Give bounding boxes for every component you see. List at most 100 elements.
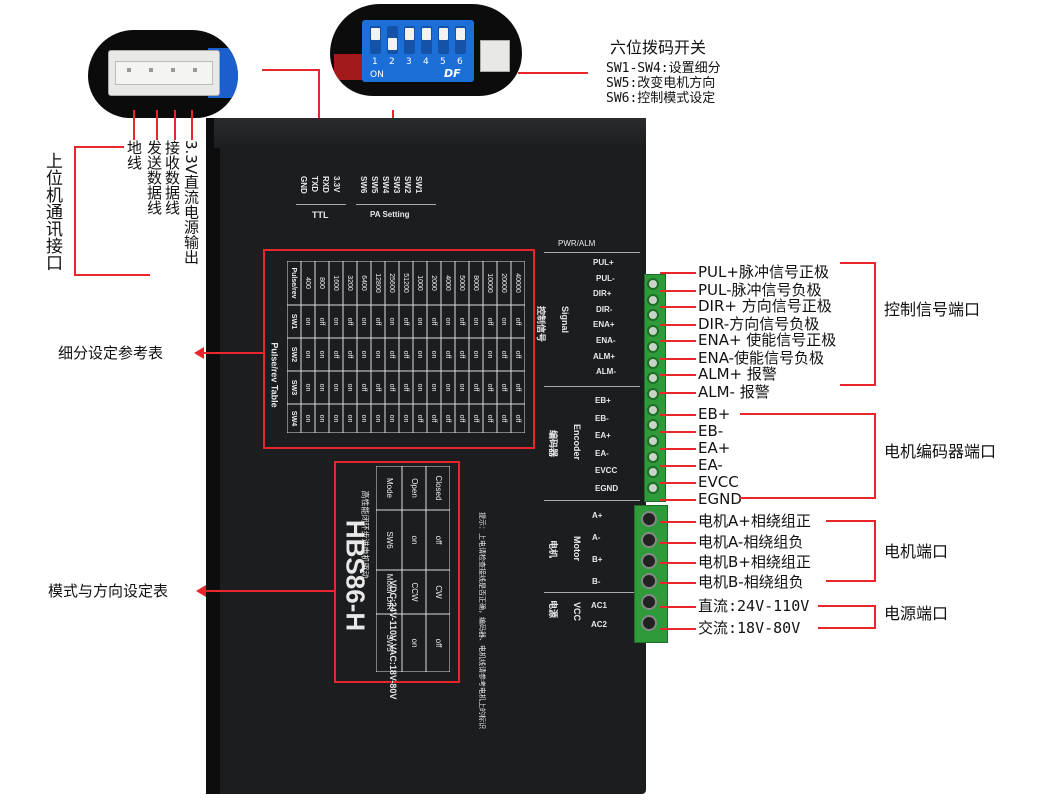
power-leader xyxy=(660,606,696,608)
motor-leader xyxy=(660,562,696,564)
pulse-table-cell: off xyxy=(486,384,493,392)
pin-label-txd: 发送数据线 xyxy=(145,140,163,215)
pulse-arrow xyxy=(194,347,204,359)
pulse-table-cell: off xyxy=(514,384,521,392)
dip-slider-knob xyxy=(456,28,465,40)
terminal-screw-large[interactable] xyxy=(641,594,657,611)
pulse-table-cell: off xyxy=(416,415,423,423)
pulse-table-cell: on xyxy=(472,351,479,359)
device-hint: 提示：上电请检查接线是否正确，编码器、电机线请参考电机上的标识 xyxy=(478,512,485,729)
pulse-table-cell: 3200 xyxy=(346,275,353,291)
dip-number: 3 xyxy=(406,57,412,67)
pa-pin-label: SW1 xyxy=(414,176,423,194)
encoder-label: EA+ xyxy=(698,439,731,457)
device-signal-pin: ENA+ xyxy=(593,320,615,330)
terminal-screw[interactable] xyxy=(647,450,659,463)
terminal-screw[interactable] xyxy=(647,325,659,338)
pulse-table-cell: on xyxy=(472,318,479,326)
ttl-callout-h xyxy=(262,69,320,71)
dip-slider-knob xyxy=(405,28,414,40)
encoder-label: EVCC xyxy=(698,473,739,491)
device-signal-pin: ALM+ xyxy=(593,351,615,361)
dip-slider-knob xyxy=(439,28,448,40)
pa-pin-label: SW5 xyxy=(370,176,379,194)
pulse-table-cell: on xyxy=(486,351,493,359)
dip-slider[interactable] xyxy=(455,26,466,54)
terminal-screw[interactable] xyxy=(647,403,659,416)
mode-table-cell: off xyxy=(434,536,443,546)
pulse-table-cell: off xyxy=(514,415,521,423)
terminal-screw[interactable] xyxy=(647,356,659,369)
pa-pin-label: SW6 xyxy=(359,176,368,194)
dip-title: 六位拨码开关 xyxy=(610,38,707,57)
pulse-table-cell: 400 xyxy=(304,277,311,289)
pa-pin-label: SW3 xyxy=(392,176,401,194)
encoder-leader xyxy=(660,465,696,467)
terminal-screw-large[interactable] xyxy=(641,531,657,548)
dip-slider-knob xyxy=(388,38,397,50)
terminal-screw[interactable] xyxy=(647,293,659,306)
terminal-screw[interactable] xyxy=(647,372,659,385)
terminal-screw-large[interactable] xyxy=(641,552,657,569)
dip-slider[interactable] xyxy=(370,26,381,54)
terminal-screw[interactable] xyxy=(647,435,659,447)
device-encoder-pin: EVCC xyxy=(595,466,618,476)
pulse-table-cell: 6400 xyxy=(360,275,367,291)
ttl-pin-label: RXD xyxy=(321,176,330,193)
power-group-label: 电源端口 xyxy=(884,604,949,623)
pulse-table-cell: 40000 xyxy=(514,273,521,293)
pulse-table-cell: on xyxy=(430,351,437,359)
signal-leader xyxy=(660,392,696,394)
terminal-screw[interactable] xyxy=(647,466,659,479)
pulse-table-cell: 800 xyxy=(318,277,325,289)
terminal-screw[interactable] xyxy=(647,419,659,432)
signal-label: PUL+脉冲信号正极 xyxy=(698,263,829,281)
device-motor-pin: A- xyxy=(592,533,601,542)
motor-leader xyxy=(660,582,696,584)
dip-slider[interactable] xyxy=(421,26,432,54)
device-signal-pin: DIR- xyxy=(596,304,613,314)
device-motor-pin: B- xyxy=(592,577,601,586)
ttl-pin-label: TXD xyxy=(310,176,319,192)
terminal-screw-large[interactable] xyxy=(641,511,657,527)
terminal-screw[interactable] xyxy=(647,340,659,353)
pulse-table-cell: on xyxy=(458,384,465,392)
pulse-table-cell: on xyxy=(388,318,395,326)
mode-table-frame xyxy=(376,466,450,672)
ttl-pin-label: 3.3V xyxy=(332,176,341,193)
pulse-table-cell: off xyxy=(458,318,465,326)
signal-leader xyxy=(660,272,696,274)
pulse-table-cell: on xyxy=(416,318,423,326)
pulse-table-cell: on xyxy=(304,318,311,326)
ttl-pin-label: GND xyxy=(299,176,308,194)
pulse-table-cell: off xyxy=(500,384,507,392)
pulse-table-header: Pulse/rev xyxy=(290,267,297,298)
encoder-label: EB- xyxy=(698,422,724,440)
pulse-table-cell: on xyxy=(444,318,451,326)
pulse-table-cell: off xyxy=(360,384,367,392)
pa-pin-label: SW2 xyxy=(403,176,412,194)
terminal-screw-large[interactable] xyxy=(641,573,657,590)
terminal-screw[interactable] xyxy=(647,309,659,322)
pulse-table-cell: 25600 xyxy=(388,273,395,293)
dip-slider[interactable] xyxy=(404,26,415,54)
terminal-screw[interactable] xyxy=(647,278,659,290)
pulse-table-cell: off xyxy=(458,415,465,423)
pulse-table-header: SW4 xyxy=(290,411,297,426)
terminal-screw[interactable] xyxy=(647,387,659,400)
mode-table-cell: CCW xyxy=(410,582,419,602)
dip-slider[interactable] xyxy=(438,26,449,54)
mode-table-cell: off xyxy=(434,639,443,649)
pulse-table-cell: off xyxy=(500,351,507,359)
motor-leader xyxy=(660,542,696,544)
pulse-table-cell: on xyxy=(304,415,311,423)
pulse-table-cell: off xyxy=(374,318,381,326)
pulse-table-cell: off xyxy=(402,384,409,392)
pulse-table: Pulse/revSW1SW2SW3SW4400onononon800offon… xyxy=(287,261,525,433)
terminal-screw-large[interactable] xyxy=(641,615,657,631)
terminal-screw[interactable] xyxy=(647,482,659,495)
pulse-table-cell: 51200 xyxy=(402,273,409,293)
